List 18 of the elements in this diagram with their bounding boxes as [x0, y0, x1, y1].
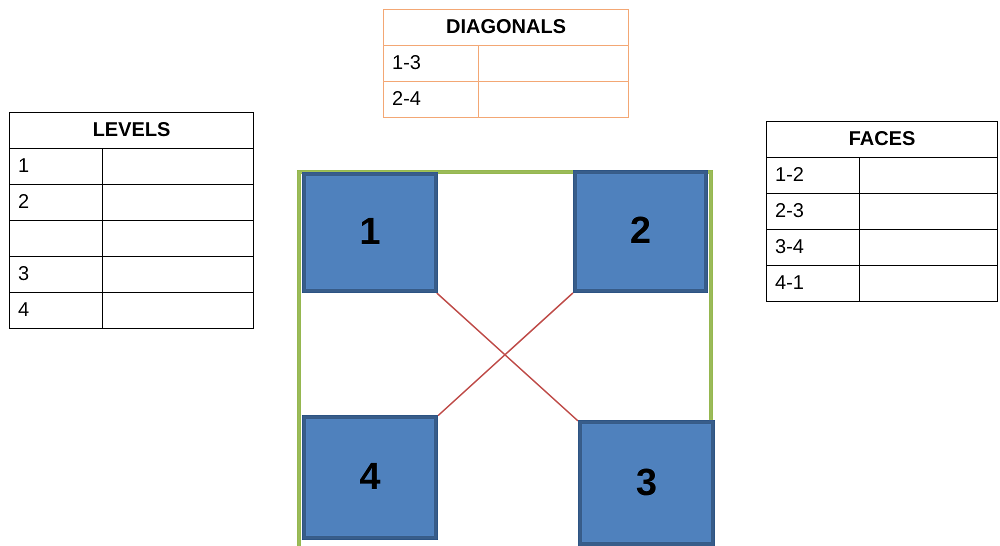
table-cell: 1	[10, 148, 102, 184]
table-cell: 2-3	[766, 194, 860, 230]
numbered-square: 1	[302, 172, 438, 293]
table-cell: 4-1	[766, 266, 860, 302]
table-cell: 3-4	[766, 230, 860, 266]
table-cell: 1-2	[766, 158, 860, 194]
table-cell: 2-4	[384, 82, 478, 118]
table-header: LEVELS	[10, 112, 254, 148]
table-cell: 4	[10, 292, 102, 328]
numbered-square: 2	[573, 170, 708, 293]
table-cell: 1-3	[384, 46, 478, 82]
table-cell: 3	[10, 256, 102, 292]
numbered-square: 4	[302, 415, 438, 540]
table-header: DIAGONALS	[384, 10, 628, 46]
table-cell: 2	[10, 184, 102, 220]
table-header: FACES	[766, 122, 998, 158]
numbered-square: 3	[578, 420, 715, 546]
square-outline	[297, 170, 713, 546]
